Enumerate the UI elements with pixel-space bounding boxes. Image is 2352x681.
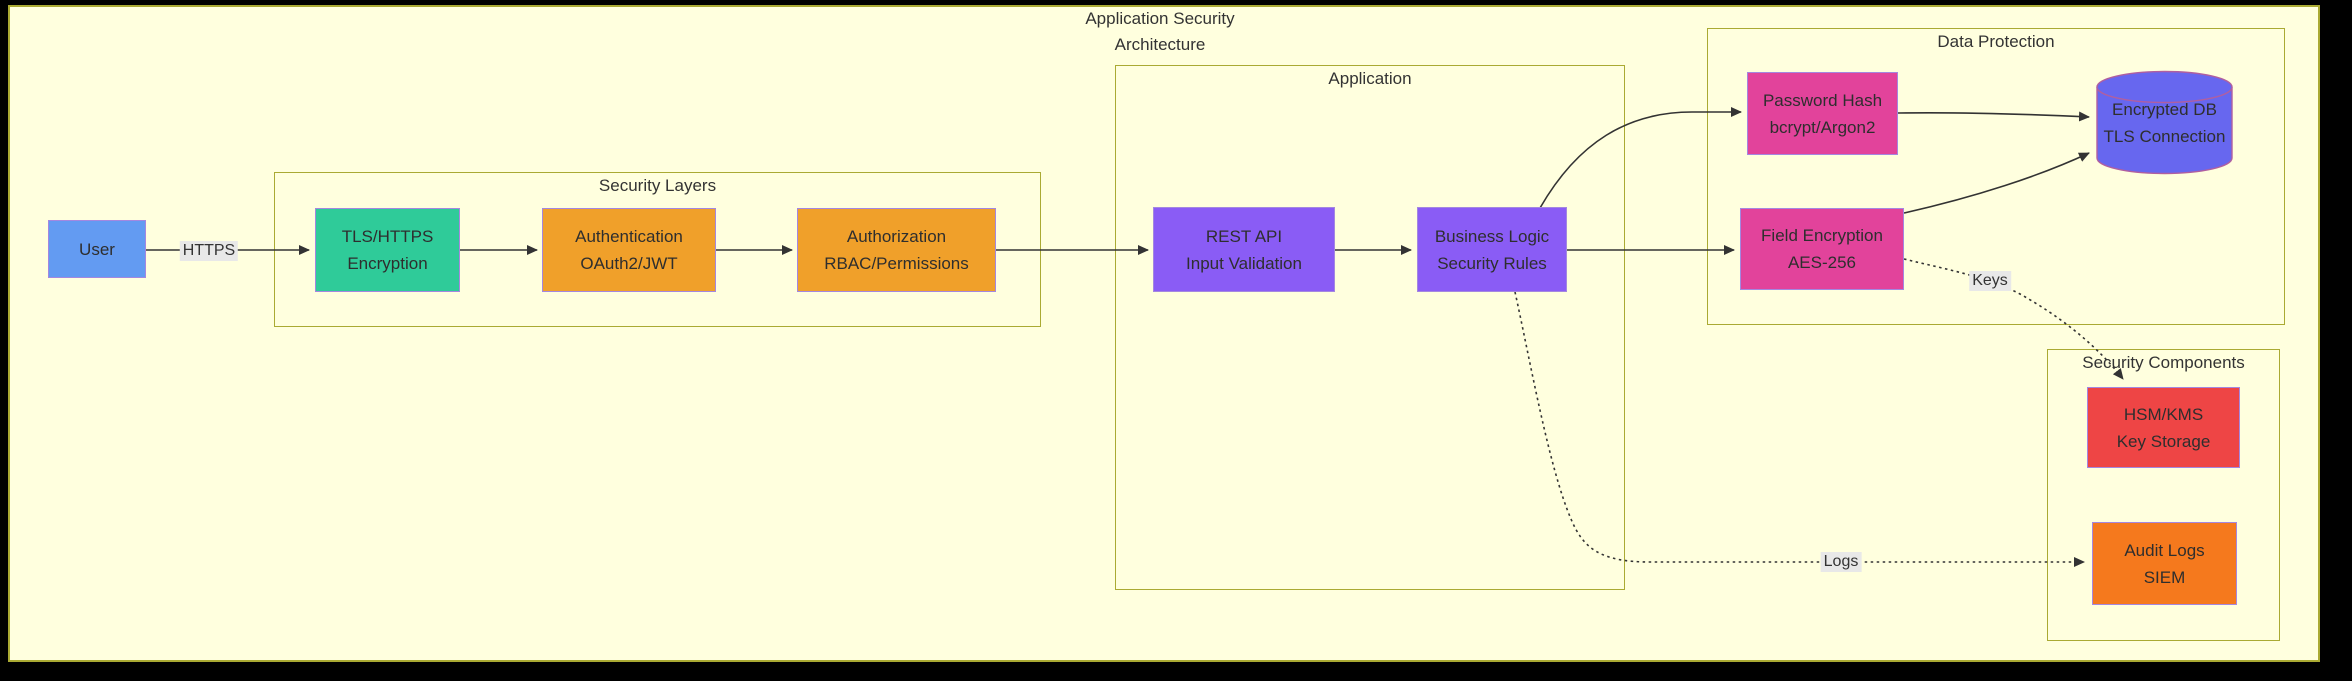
node-fieldenc-line2: AES-256 bbox=[1787, 253, 1857, 272]
node-authz-line1: Authorization bbox=[846, 227, 947, 246]
node-db-line1: Encrypted DB bbox=[2112, 100, 2217, 119]
subgraph-security-components-label: Security Components bbox=[2082, 353, 2245, 372]
node-audit-line1: Audit Logs bbox=[2124, 540, 2205, 560]
node-user-label: User bbox=[79, 239, 115, 259]
node-hsm-line1: HSM/KMS bbox=[2123, 404, 2204, 424]
node-auth-line2: OAuth2/JWT bbox=[580, 254, 678, 273]
node-hsm-line2: Key Storage bbox=[2116, 431, 2211, 451]
node-auth-line1: Authentication bbox=[575, 227, 683, 246]
subgraph-application: Application bbox=[1115, 65, 1625, 590]
subgraph-data-protection-label: Data Protection bbox=[1937, 32, 2055, 51]
node-db-label: Encrypted DB TLS Connection bbox=[2096, 96, 2233, 150]
subgraph-application-label: Application bbox=[1328, 69, 1412, 88]
cylinder-body bbox=[2096, 87, 2233, 175]
node-authorization: Authorization RBAC/Permissions bbox=[797, 208, 996, 292]
cylinder-top bbox=[2096, 70, 2233, 104]
node-fieldenc-line1: Field Encryption bbox=[1761, 226, 1883, 245]
node-authz-line2: RBAC/Permissions bbox=[824, 254, 969, 273]
node-logic-line1: Business Logic bbox=[1434, 226, 1550, 246]
subgraph-security-layers-label: Security Layers bbox=[598, 176, 717, 195]
edge-label-keys: Keys bbox=[1969, 271, 2011, 291]
diagram-title-line1: Application Security bbox=[1085, 9, 1235, 28]
node-audit-line2: SIEM bbox=[2143, 567, 2186, 587]
node-field-encryption: Field Encryption AES-256 bbox=[1740, 208, 1904, 290]
node-tls-https-encryption: TLS/HTTPS Encryption bbox=[315, 208, 460, 292]
node-hsm-kms: HSM/KMS Key Storage bbox=[2087, 387, 2240, 468]
node-encrypted-db: Encrypted DB TLS Connection bbox=[2096, 70, 2233, 175]
node-authentication: Authentication OAuth2/JWT bbox=[542, 208, 716, 292]
node-pwdhash-line1: Password Hash bbox=[1762, 90, 1883, 110]
diagram-title: Application Security Architecture bbox=[1040, 6, 1280, 58]
node-rest-line2: Input Validation bbox=[1186, 253, 1302, 273]
node-logic-line2: Security Rules bbox=[1437, 253, 1547, 273]
node-user: User bbox=[48, 220, 146, 278]
node-tls-line1: TLS/HTTPS bbox=[341, 227, 434, 246]
node-password-hash: Password Hash bcrypt/Argon2 bbox=[1747, 72, 1898, 155]
diagram-title-line2: Architecture bbox=[1114, 35, 1206, 54]
node-business-logic: Business Logic Security Rules bbox=[1417, 207, 1567, 292]
node-rest-line1: REST API bbox=[1205, 226, 1283, 246]
node-db-line2: TLS Connection bbox=[2103, 127, 2226, 146]
node-tls-line2: Encryption bbox=[347, 254, 428, 273]
edge-label-logs: Logs bbox=[1820, 552, 1862, 572]
edge-label-https: HTTPS bbox=[179, 241, 239, 261]
node-audit-logs: Audit Logs SIEM bbox=[2092, 522, 2237, 605]
database-cylinder-icon bbox=[2096, 70, 2233, 175]
node-pwdhash-line2: bcrypt/Argon2 bbox=[1769, 117, 1876, 137]
node-rest-api: REST API Input Validation bbox=[1153, 207, 1335, 292]
